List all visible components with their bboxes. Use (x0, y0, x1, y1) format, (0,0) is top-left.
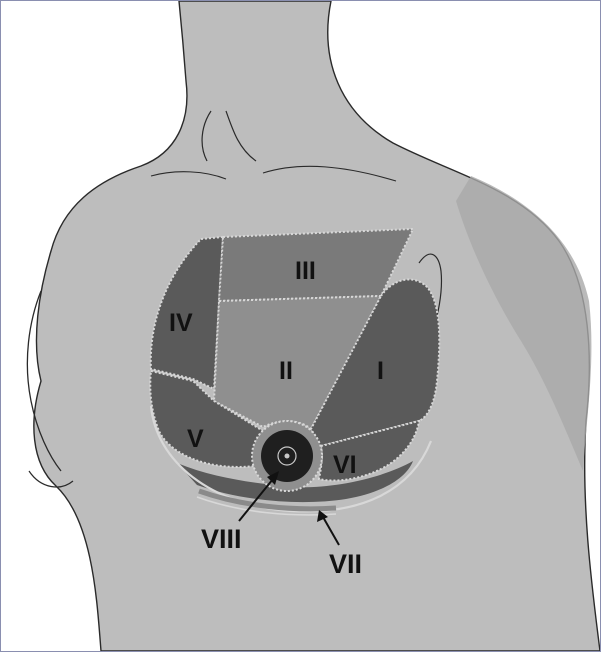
zone-iii-region (219, 229, 413, 301)
zone-vii-label: VII (329, 549, 362, 579)
zone-iv-label: IV (169, 309, 193, 337)
zone-i-label: I (377, 357, 384, 385)
zone-viii-label: VIII (201, 524, 242, 554)
zone-viii-nipple-center (285, 454, 290, 459)
zone-v-label: V (187, 425, 204, 453)
zone-iii-label: III (295, 257, 316, 285)
zone-ii-label: II (279, 357, 293, 385)
zone-vi-label: VI (333, 451, 357, 479)
